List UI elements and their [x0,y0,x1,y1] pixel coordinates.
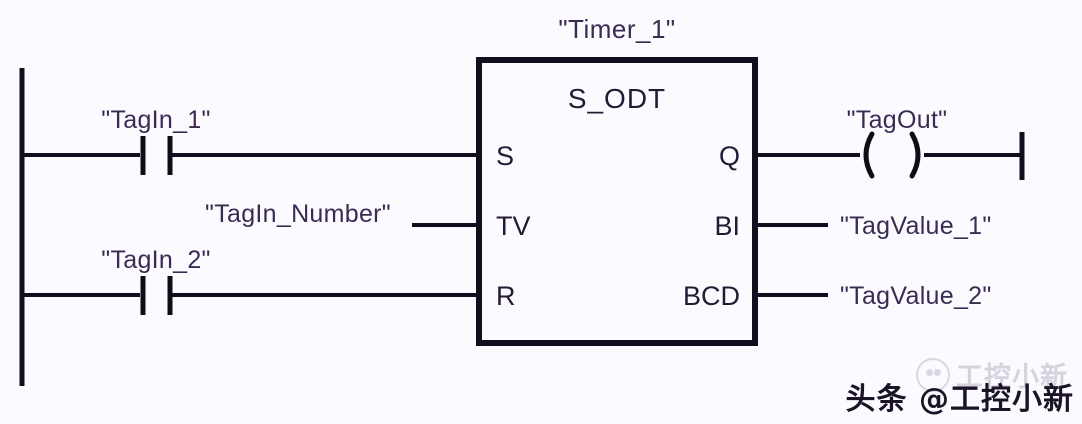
block-instance-name: "Timer_1" [558,14,675,44]
pin-label-q: Q [719,141,740,171]
watermark-ghost: 工控小新 [916,355,1068,394]
pin-label-bcd: BCD [683,281,740,311]
block-function-name: S_ODT [568,83,666,114]
coil-arc-left[interactable] [863,131,875,179]
watermark: 头条 @工控小新 [846,374,1074,418]
watermark-logo-ghost-icon [916,357,950,392]
pin-label-tv: TV [496,211,531,241]
tag-label-tagout[interactable]: "TagOut" [847,106,948,134]
tag-label-tagin-number[interactable]: "TagIn_Number" [205,200,391,228]
tag-label-tagin-2[interactable]: "TagIn_2" [101,246,210,274]
pin-label-bi: BI [714,211,740,241]
pin-label-r: R [496,281,516,311]
pin-label-s: S [496,141,514,171]
tag-label-tagin-1[interactable]: "TagIn_1" [101,106,210,134]
function-block-body[interactable] [476,57,758,346]
coil-arc-right[interactable] [909,131,921,179]
tag-label-tagvalue-1[interactable]: "TagValue_1" [840,212,992,240]
watermark-text: 头条 @工控小新 [845,382,1074,417]
tag-label-tagvalue-2[interactable]: "TagValue_2" [840,282,992,310]
watermark-ghost-text: 工控小新 [956,362,1068,393]
